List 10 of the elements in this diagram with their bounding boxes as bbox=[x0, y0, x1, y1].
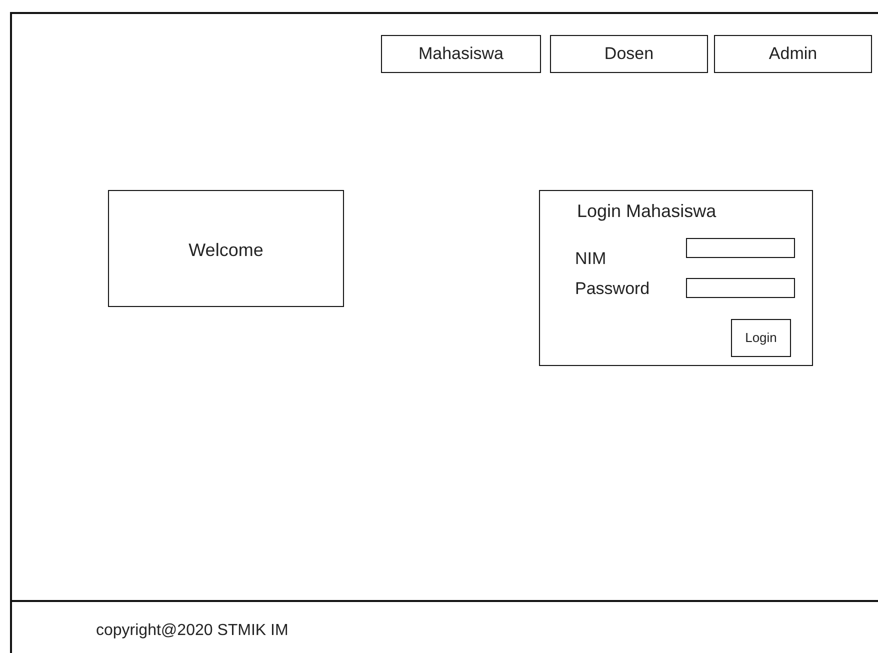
field-label: Password bbox=[575, 279, 650, 299]
nav-tab: Mahasiswa bbox=[381, 35, 541, 73]
field-label: NIM bbox=[575, 249, 606, 269]
welcome-panel: Welcome bbox=[108, 190, 344, 307]
nav-tab: Dosen bbox=[550, 35, 708, 73]
login-button: Login bbox=[731, 319, 791, 357]
panel-title: Login Mahasiswa bbox=[577, 201, 716, 222]
login-panel bbox=[539, 190, 813, 366]
nav-tab: Admin bbox=[714, 35, 872, 73]
footer-text: copyright@2020 STMIK IM bbox=[96, 622, 288, 640]
